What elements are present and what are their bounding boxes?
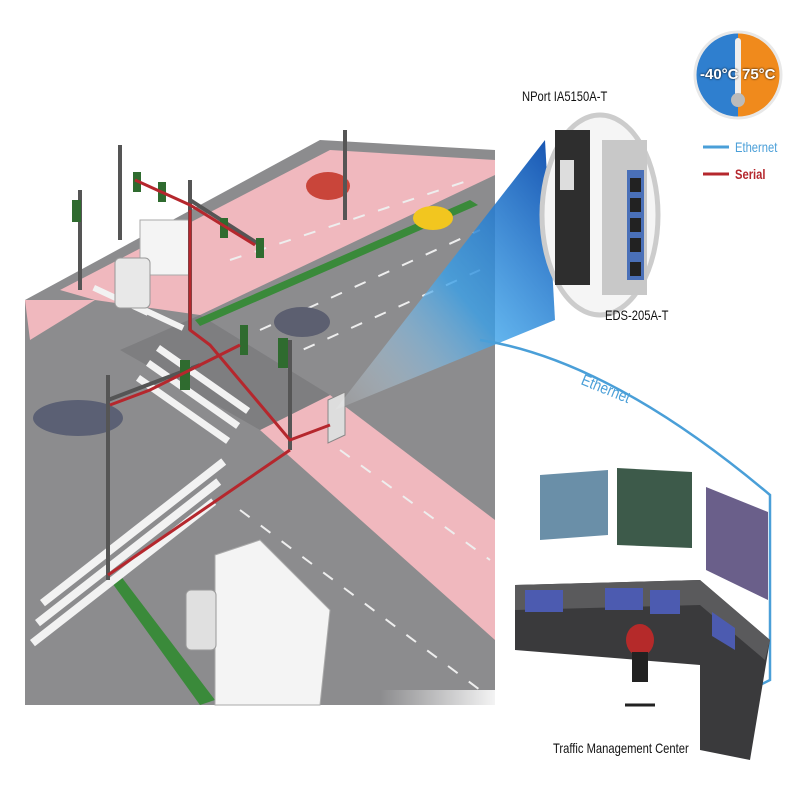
road-intersection [25,140,495,710]
car-yellow [413,206,453,230]
legend-ethernet: Ethernet [735,139,778,155]
truck-bottom [185,539,331,706]
screen-highway [617,468,692,548]
temp-high: 75°C [742,66,776,83]
device-closeup [539,112,661,318]
operator-chair [625,624,655,707]
serial-cables [107,178,331,577]
median-bottom [110,575,215,705]
screen-surveillance [706,487,768,600]
screen-city [540,470,608,540]
control-console [515,580,770,760]
nport-device [555,130,590,285]
thermometer-icon [731,93,745,107]
sidewalk-right [260,395,495,640]
legend-serial: Serial [735,166,766,182]
crosswalk-stripes [29,284,251,647]
roadside-cabinet [327,391,346,444]
car-red [306,172,350,200]
video-wall [540,468,768,600]
nport-label: NPort IA5150A-T [522,88,608,104]
control-center-label: Traffic Management Center [553,740,689,756]
temperature-badge [693,30,783,120]
eds-label: EDS-205A-T [605,307,669,323]
car-gray [274,307,330,337]
median-top [195,200,478,326]
ethernet-cable [479,338,772,692]
temp-low: -40°C [700,66,739,83]
car-left [33,400,123,436]
